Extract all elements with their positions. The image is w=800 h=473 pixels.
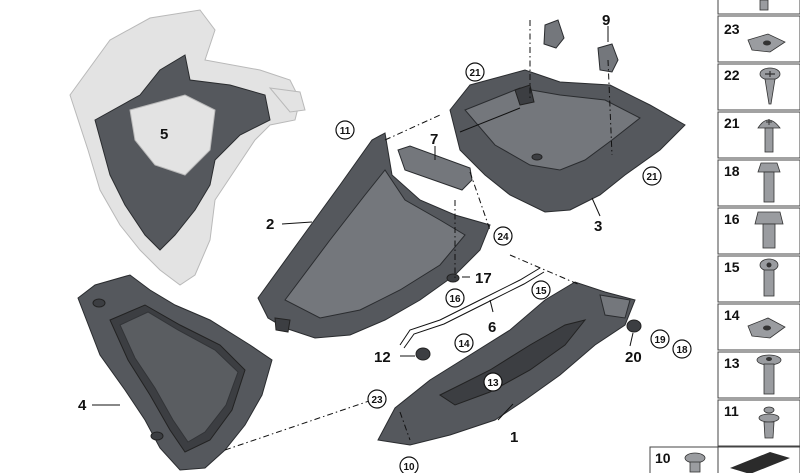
hardware-number-10: 10	[655, 450, 671, 466]
callout-23: 23	[367, 389, 387, 409]
hardware-number-23: 23	[724, 21, 740, 37]
label-part-2: 2	[266, 216, 274, 233]
callout-10: 10	[399, 456, 419, 473]
hardware-number-16: 16	[724, 211, 740, 227]
callout-21-right: 21	[642, 166, 662, 186]
svg-text:11: 11	[340, 126, 351, 137]
svg-text:21: 21	[469, 68, 481, 79]
svg-text:16: 16	[449, 294, 461, 305]
push-rivet-icon	[758, 406, 780, 439]
clip-nut-icon	[747, 317, 786, 339]
hardware-cell-21	[717, 111, 800, 159]
part-6-long-bracket[interactable]	[399, 267, 545, 349]
label-part-9: 9	[602, 12, 610, 29]
plug-icon	[684, 452, 706, 473]
callout-21-top: 21	[465, 62, 485, 82]
hardware-number-13: 13	[724, 355, 740, 371]
callout-18: 18	[672, 339, 692, 359]
label-part-7: 7	[430, 131, 438, 148]
grommet-20[interactable]	[626, 319, 642, 333]
hardware-cell-11	[717, 399, 800, 447]
svg-text:10: 10	[403, 462, 415, 473]
flange-screw-icon	[756, 354, 782, 395]
part-3-upper-cover[interactable]	[449, 69, 686, 213]
part-9-bracket-right[interactable]	[597, 43, 619, 73]
label-part-1: 1	[510, 429, 518, 446]
svg-text:15: 15	[535, 286, 547, 297]
svg-text:13: 13	[487, 378, 499, 389]
hardware-number-11: 11	[724, 403, 739, 419]
label-part-4: 4	[78, 397, 87, 414]
callout-24: 24	[493, 226, 513, 246]
screw-stub-icon	[759, 0, 769, 11]
part-9-bracket-left[interactable]	[543, 19, 565, 49]
hardware-number-21: 21	[724, 115, 740, 131]
hex-bolt-short-icon	[754, 211, 784, 249]
part-1-lower-cowl[interactable]	[377, 281, 636, 446]
callout-15: 15	[531, 280, 551, 300]
part-2-belly-pan[interactable]	[257, 132, 491, 339]
hardware-number-22: 22	[724, 67, 740, 83]
hardware-number-18: 18	[724, 163, 740, 179]
hardware-cell-22	[717, 63, 800, 111]
svg-text:14: 14	[458, 339, 470, 350]
part-4-grille-panel[interactable]	[77, 274, 273, 471]
svg-text:21: 21	[646, 172, 658, 183]
hardware-cell-top	[717, 0, 800, 15]
phillips-screw-icon	[759, 67, 781, 105]
hex-bolt-icon	[757, 162, 781, 203]
label-part-12: 12	[374, 349, 391, 366]
clip-nut-icon	[747, 33, 786, 53]
callout-13: 13	[483, 372, 503, 392]
label-part-17: 17	[475, 270, 492, 287]
callout-16: 16	[445, 288, 465, 308]
svg-text:19: 19	[654, 335, 666, 346]
part-5-side-trim[interactable]	[69, 9, 306, 286]
svg-text:24: 24	[497, 232, 509, 243]
assembly-lines	[224, 20, 613, 451]
label-part-5: 5	[160, 126, 168, 143]
dome-screw-icon	[757, 119, 781, 153]
hardware-cell-15	[717, 255, 800, 303]
leader-lines	[92, 26, 634, 421]
callout-19: 19	[650, 329, 670, 349]
washer-17[interactable]	[446, 273, 460, 283]
tape-strip-icon	[730, 452, 790, 473]
grommet-12[interactable]	[415, 347, 431, 361]
callout-11: 11	[335, 120, 355, 140]
torx-screw-icon	[759, 258, 779, 297]
svg-text:18: 18	[676, 345, 688, 356]
svg-text:23: 23	[371, 395, 383, 406]
hardware-number-14: 14	[724, 307, 740, 323]
hardware-number-15: 15	[724, 259, 740, 275]
part-7-bracket[interactable]	[397, 145, 473, 191]
label-part-20: 20	[625, 349, 642, 366]
callout-14: 14	[454, 333, 474, 353]
label-part-3: 3	[594, 218, 602, 235]
hardware-panel: 23 22 21 18 16	[649, 0, 800, 473]
label-part-6: 6	[488, 319, 496, 336]
hardware-cell-18	[717, 159, 800, 207]
